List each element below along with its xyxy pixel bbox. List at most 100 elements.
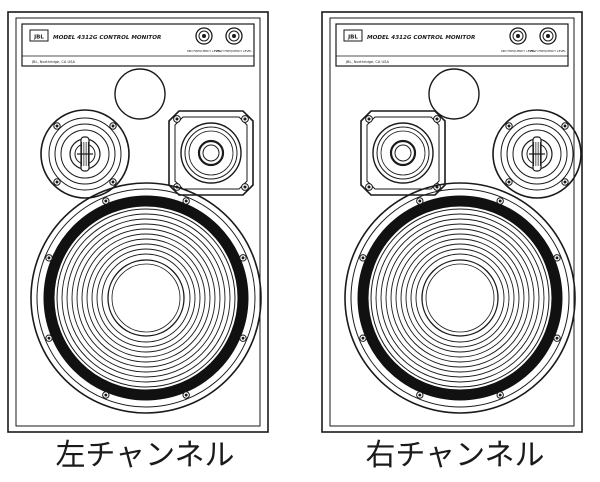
address-text: JBL, Northridge, CA USA bbox=[345, 60, 389, 64]
screw-head bbox=[418, 199, 422, 203]
screw-head bbox=[241, 256, 245, 260]
tweeter-horn-ring bbox=[60, 129, 110, 179]
midrange-cone bbox=[184, 126, 238, 180]
knob-center bbox=[202, 34, 206, 38]
screw-head bbox=[498, 199, 502, 203]
woofer-cone-ring bbox=[86, 238, 206, 358]
screw-head bbox=[555, 256, 559, 260]
knob-center bbox=[516, 34, 520, 38]
screw-head bbox=[367, 185, 371, 189]
midrange-frame-inner bbox=[366, 116, 440, 190]
woofer-cone-ring bbox=[380, 218, 540, 378]
midrange-dustcap-inner bbox=[394, 144, 412, 162]
screw-head bbox=[563, 124, 567, 128]
screw-head bbox=[47, 256, 51, 260]
woofer-cone-ring bbox=[96, 248, 196, 348]
level-knob bbox=[195, 27, 213, 45]
woofer-cone-ring bbox=[76, 228, 216, 368]
woofer-cone-ring bbox=[66, 218, 226, 378]
tweeter-horn-ring bbox=[512, 129, 562, 179]
woofer-frame-outer bbox=[30, 182, 262, 414]
knob-inner bbox=[228, 30, 240, 42]
screw-head bbox=[507, 180, 511, 184]
woofer-cone-ring bbox=[415, 253, 505, 343]
screw-head bbox=[367, 117, 371, 121]
screw-head bbox=[104, 199, 108, 203]
cabinet-inner bbox=[329, 17, 575, 427]
tweeter-flange-inner bbox=[48, 117, 122, 191]
woofer-frame-outer bbox=[344, 182, 576, 414]
woofer-dustcap-inner bbox=[111, 263, 181, 333]
screw-head bbox=[104, 393, 108, 397]
woofer-cone-ring bbox=[101, 253, 191, 343]
woofer-cone-ring bbox=[81, 233, 211, 363]
knob-outer bbox=[539, 27, 557, 45]
midrange-frame-inner bbox=[174, 116, 248, 190]
level-knob bbox=[539, 27, 557, 45]
screw-head bbox=[55, 124, 59, 128]
tweeter-horn bbox=[492, 109, 582, 199]
knob-inner bbox=[542, 30, 554, 42]
woofer-cone-ring bbox=[61, 213, 231, 383]
screw-head bbox=[563, 180, 567, 184]
midrange-driver bbox=[360, 110, 446, 196]
screw-head bbox=[361, 256, 365, 260]
midrange-frame bbox=[168, 110, 254, 196]
woofer-surround bbox=[357, 195, 563, 401]
woofer-cone-ring bbox=[91, 243, 201, 353]
cabinet-outline bbox=[7, 11, 269, 433]
screw-head bbox=[435, 117, 439, 121]
knob-outer bbox=[195, 27, 213, 45]
woofer-cone-ring bbox=[390, 228, 530, 368]
woofer-cone-ring bbox=[400, 238, 520, 358]
midrange-dustcap bbox=[389, 139, 417, 167]
screw-head bbox=[507, 124, 511, 128]
screw-head bbox=[184, 393, 188, 397]
knob-label-high: HIGH FREQUENCY LEVEL bbox=[216, 49, 252, 53]
level-knob bbox=[509, 27, 527, 45]
screw-head bbox=[498, 393, 502, 397]
screw-head bbox=[241, 336, 245, 340]
woofer-cone-ring bbox=[385, 223, 535, 373]
woofer-driver bbox=[30, 182, 262, 414]
brand-text: JBL bbox=[33, 35, 44, 41]
knob-inner bbox=[512, 30, 524, 42]
woofer-driver bbox=[344, 182, 576, 414]
woofer-dustcap-inner bbox=[425, 263, 495, 333]
woofer-cone-ring bbox=[395, 233, 525, 363]
model-text: MODEL 4312G CONTROL MONITOR bbox=[367, 35, 475, 41]
midrange-dustcap-inner bbox=[202, 144, 220, 162]
midrange-surround bbox=[180, 122, 242, 184]
screw-head bbox=[47, 336, 51, 340]
woofer-surround bbox=[43, 195, 249, 401]
woofer-cone-ring bbox=[405, 243, 515, 353]
right-channel-label: 右チャンネル bbox=[365, 438, 545, 473]
tweeter-horn-ring bbox=[54, 123, 116, 185]
tweeter-flange-inner bbox=[500, 117, 574, 191]
control-panel bbox=[21, 23, 255, 67]
knob-outer bbox=[509, 27, 527, 45]
woofer-cone-ring bbox=[375, 213, 545, 383]
screw-head bbox=[184, 199, 188, 203]
screw-head bbox=[111, 180, 115, 184]
knob-inner bbox=[198, 30, 210, 42]
woofer-frame-inner bbox=[350, 188, 570, 408]
midrange-driver bbox=[168, 110, 254, 196]
bass-port bbox=[428, 68, 480, 120]
knob-center bbox=[232, 34, 236, 38]
screw-head bbox=[243, 185, 247, 189]
screw-head bbox=[555, 336, 559, 340]
screw-head bbox=[55, 180, 59, 184]
midrange-frame bbox=[360, 110, 446, 196]
knob-label-mid: MID FREQUENCY LEVEL bbox=[187, 49, 221, 53]
woofer-frame-inner bbox=[36, 188, 256, 408]
tweeter-flange bbox=[40, 109, 130, 199]
address-text: JBL, Northridge, CA USA bbox=[31, 60, 75, 64]
screw-head bbox=[111, 124, 115, 128]
knob-outer bbox=[225, 27, 243, 45]
screw-head bbox=[418, 393, 422, 397]
woofer-cone-ring bbox=[410, 248, 510, 348]
knob-label-mid: MID FREQUENCY LEVEL bbox=[501, 49, 535, 53]
